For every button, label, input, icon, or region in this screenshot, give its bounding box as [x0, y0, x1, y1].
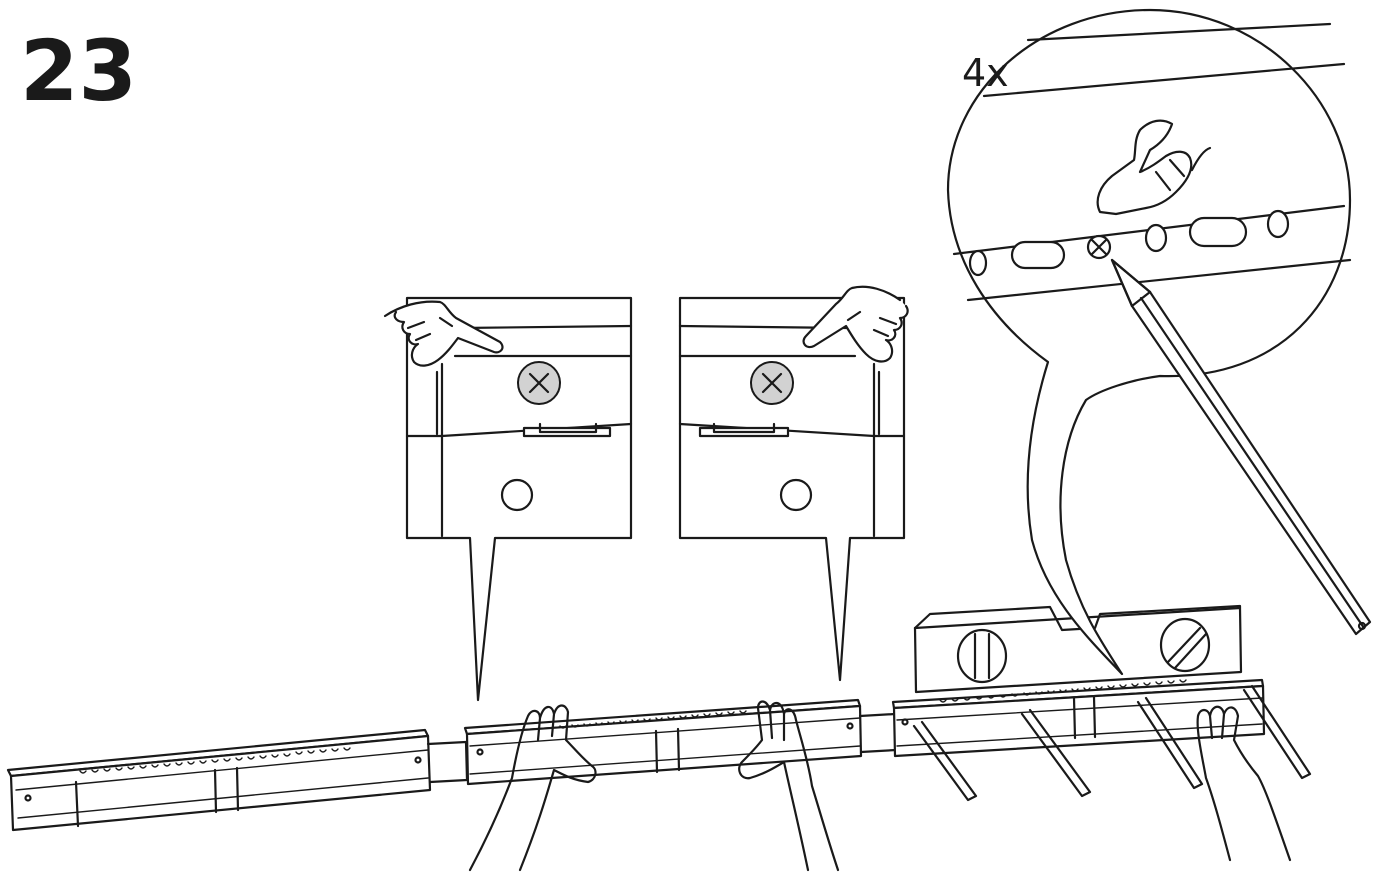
x-mark-icon — [1088, 236, 1110, 258]
left-detail-callout — [385, 298, 631, 700]
right-rail — [893, 680, 1264, 756]
quantity-label: 4x — [962, 51, 1009, 95]
left-rail — [8, 730, 467, 830]
step-number: 23 — [20, 22, 137, 120]
magnified-detail: 4x — [948, 10, 1370, 674]
x-mark-icon — [518, 362, 560, 404]
x-mark-icon — [751, 362, 793, 404]
wall-rail-assembly — [8, 606, 1310, 870]
right-detail-callout — [680, 287, 908, 680]
